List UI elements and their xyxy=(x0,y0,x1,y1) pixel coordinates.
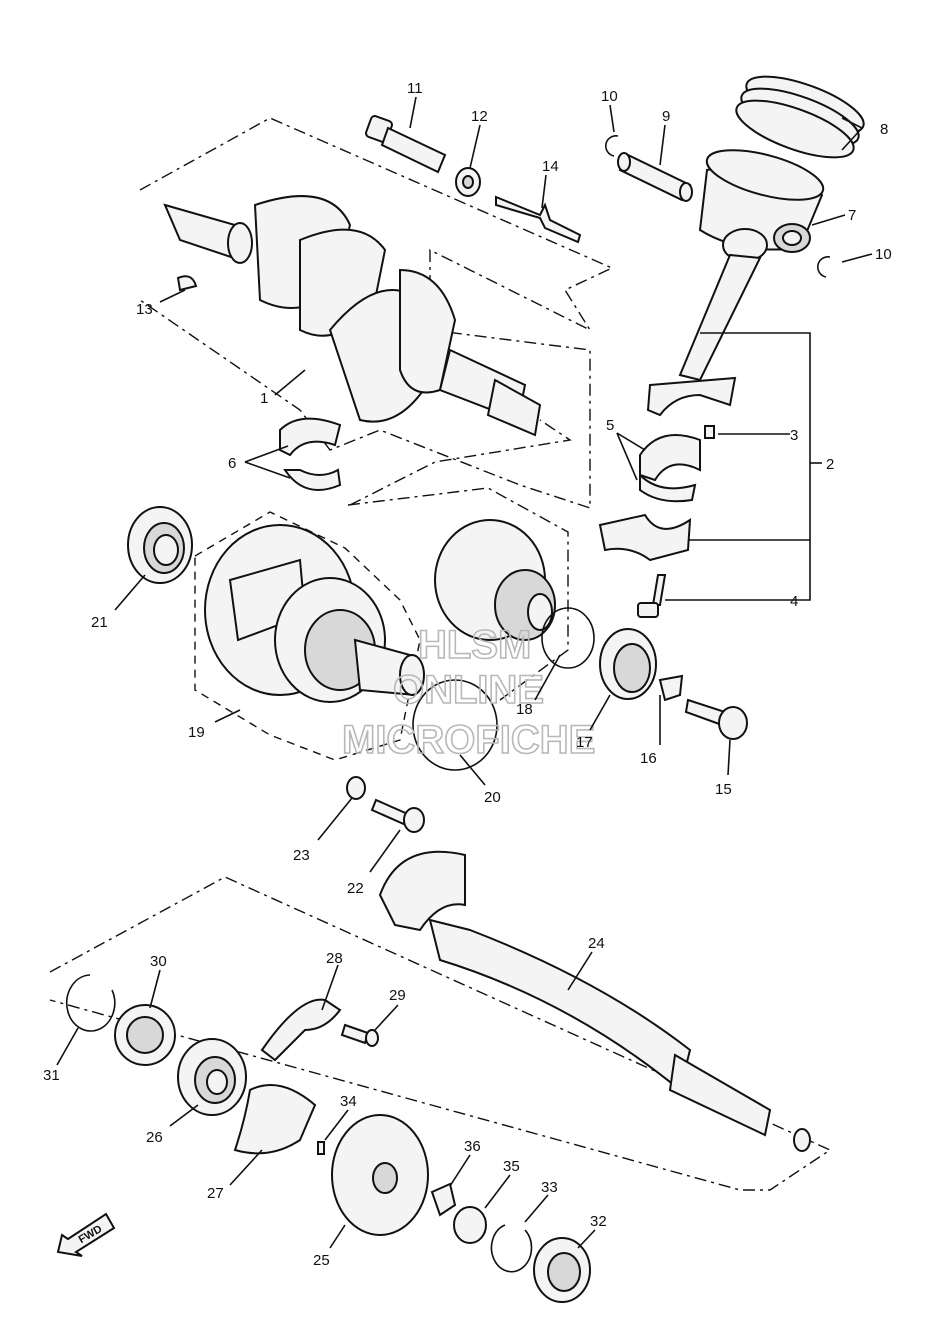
piston xyxy=(698,149,825,253)
callout-23: 23 xyxy=(293,847,310,864)
callout-11: 11 xyxy=(407,80,423,97)
callout-10-lower: 10 xyxy=(875,246,892,263)
callout-31: 31 xyxy=(43,1067,60,1084)
crankshaft-frame-lower xyxy=(349,419,572,506)
callout-30: 30 xyxy=(150,953,167,970)
weight-27 xyxy=(233,1084,317,1155)
key-34 xyxy=(317,1141,325,1155)
callout-32: 32 xyxy=(590,1213,607,1230)
balancer-shaft xyxy=(378,850,811,1152)
bolt-15 xyxy=(684,698,748,740)
callout-13: 13 xyxy=(136,301,153,318)
balancer-frame-top xyxy=(347,487,569,701)
callout-29: 29 xyxy=(389,987,406,1004)
shaft-frame xyxy=(49,876,832,1191)
crank-bolt xyxy=(365,115,447,174)
callout-10-upper: 10 xyxy=(601,88,618,105)
bearing-32 xyxy=(533,1237,591,1303)
callout-17: 17 xyxy=(576,734,593,751)
leader-lines xyxy=(56,96,873,1249)
circlip-33 xyxy=(490,1224,533,1273)
washer xyxy=(455,167,481,197)
piston-pin xyxy=(617,152,693,202)
callout-34: 34 xyxy=(340,1093,357,1110)
dowel-pin xyxy=(704,425,715,439)
woodruff-key xyxy=(176,275,198,292)
callout-6: 6 xyxy=(228,455,236,472)
bolt-22 xyxy=(370,798,425,833)
callout-12: 12 xyxy=(471,108,488,125)
callout-24: 24 xyxy=(588,935,605,952)
callout-33: 33 xyxy=(541,1179,558,1196)
bearing-21 xyxy=(127,506,193,584)
pin-clip-lower xyxy=(817,256,831,278)
bearing-26 xyxy=(177,1038,247,1116)
callout-22: 22 xyxy=(347,880,364,897)
rod-cap xyxy=(598,513,692,562)
balancer-gear xyxy=(434,519,556,641)
callout-35: 35 xyxy=(503,1158,520,1175)
washer-23 xyxy=(346,776,366,800)
callout-3: 3 xyxy=(790,427,798,444)
callout-25: 25 xyxy=(313,1252,330,1269)
fwd-arrow-icon: FWD xyxy=(56,1212,116,1257)
watermark-line-3: MICROFICHE xyxy=(342,718,595,762)
rod-bearing-upper xyxy=(639,434,701,503)
gear-25 xyxy=(331,1114,429,1236)
lock-washer-16 xyxy=(658,674,684,702)
lock-washer-36 xyxy=(430,1182,457,1217)
callout-27: 27 xyxy=(207,1185,224,1202)
connecting-rod xyxy=(646,228,768,417)
callout-18: 18 xyxy=(516,701,533,718)
callout-14: 14 xyxy=(542,158,559,175)
oring-20 xyxy=(412,679,498,771)
callout-16: 16 xyxy=(640,750,657,767)
callout-26: 26 xyxy=(146,1129,163,1146)
callout-20: 20 xyxy=(484,789,501,806)
callout-9: 9 xyxy=(662,108,670,125)
nut-35 xyxy=(453,1206,487,1244)
oil-plate xyxy=(495,195,582,244)
crankshaft-frame xyxy=(139,117,614,509)
crankshaft xyxy=(163,195,542,437)
retainer-plate-28 xyxy=(260,998,342,1062)
callout-19: 19 xyxy=(188,724,205,741)
bearing-17 xyxy=(599,628,657,700)
callout-28: 28 xyxy=(326,950,343,967)
callout-7: 7 xyxy=(848,207,856,224)
screw-29 xyxy=(340,1023,379,1047)
callout-2: 2 xyxy=(826,456,834,473)
watermark-line-1: HLSM xyxy=(418,623,531,667)
callouts: 1 2 3 4 5 6 7 8 9 10 10 11 12 13 14 15 1… xyxy=(43,80,892,1269)
callout-15: 15 xyxy=(715,781,732,798)
circlip-31 xyxy=(65,974,116,1032)
callout-4: 4 xyxy=(790,593,798,610)
piston-rings xyxy=(735,75,865,159)
pin-clip-upper xyxy=(605,135,619,157)
callout-8: 8 xyxy=(880,121,888,138)
balancer-gear-assembly xyxy=(204,524,425,703)
callout-1: 1 xyxy=(260,390,268,407)
callout-5: 5 xyxy=(606,417,614,434)
callout-21: 21 xyxy=(91,614,108,631)
callout-36: 36 xyxy=(464,1138,481,1155)
rod-bolt xyxy=(637,574,667,618)
watermark-line-2: ONLINE xyxy=(393,668,544,712)
main-bearing-set xyxy=(279,417,342,491)
bearing-30 xyxy=(114,1004,176,1066)
oring-18 xyxy=(541,607,595,669)
